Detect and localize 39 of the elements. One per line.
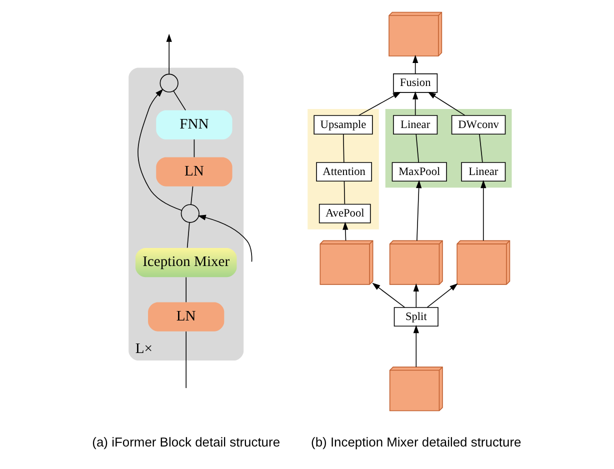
node-box: LN [148, 302, 224, 331]
label: (a) iFormer Block detail structure [92, 434, 280, 449]
node-box: Split [394, 306, 438, 326]
node-box: FNN [156, 110, 232, 139]
connector [479, 134, 483, 162]
node-box: Linear [393, 114, 438, 134]
arrow [138, 88, 182, 210]
arrow [428, 91, 466, 116]
arrow [416, 180, 422, 241]
arrow [412, 90, 418, 116]
node-box: AvePool [318, 203, 371, 223]
node-box: Iception Mixer [135, 247, 237, 277]
arrow [358, 91, 402, 116]
connector [343, 134, 344, 162]
node-box: Linear [461, 162, 506, 182]
connector [344, 180, 346, 204]
connector [194, 138, 195, 158]
node-box: LN [156, 156, 232, 186]
arrow [198, 214, 252, 262]
connector [416, 134, 420, 162]
node-box: MaxPool [392, 162, 447, 182]
connector [173, 90, 186, 110]
arrow [426, 282, 458, 308]
node-box: DWconv [451, 114, 506, 134]
connector [186, 222, 190, 248]
connector [190, 186, 194, 204]
arrow [412, 54, 418, 74]
node-box: Fusion [393, 72, 438, 92]
label: (b) Inception Mixer detailed structure [311, 434, 522, 449]
node-box: Attention [316, 162, 372, 182]
arrow [372, 282, 406, 308]
node-circle [160, 73, 178, 92]
arrow [342, 221, 348, 240]
arrow [480, 180, 486, 241]
node-box: Upsample [314, 114, 373, 134]
arrow [413, 324, 419, 367]
arrow [166, 33, 172, 74]
arrow [413, 282, 419, 308]
node-circle [180, 204, 200, 222]
